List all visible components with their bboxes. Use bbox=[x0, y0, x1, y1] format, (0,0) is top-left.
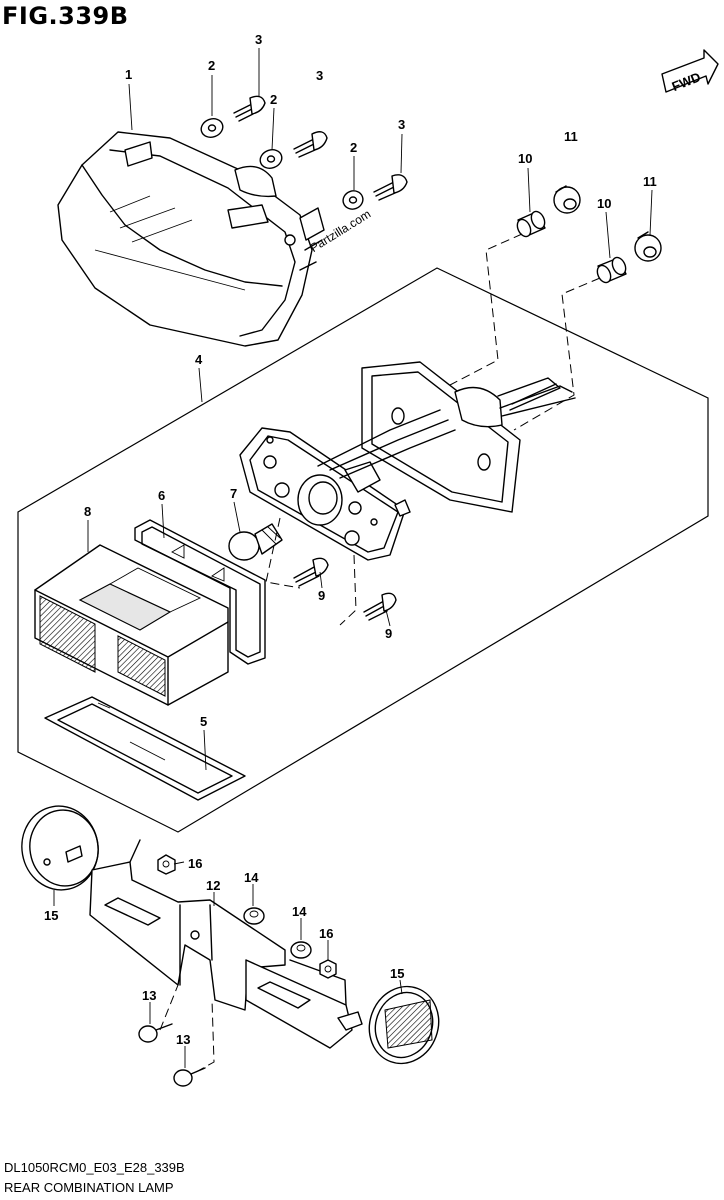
grommet-part-11a bbox=[553, 185, 581, 214]
callout-4: 4 bbox=[195, 352, 203, 367]
callout-11: 11 bbox=[643, 174, 657, 189]
callout-10: 10 bbox=[597, 196, 611, 211]
diagram-code: DL1050RCM0_E03_E28_339B bbox=[4, 1160, 185, 1175]
callout-11: 11 bbox=[564, 129, 578, 144]
callout-5: 5 bbox=[200, 714, 207, 729]
callout-15: 15 bbox=[44, 908, 58, 923]
callout-14: 14 bbox=[244, 870, 259, 885]
callout-9: 9 bbox=[385, 626, 392, 641]
screw-part-13b bbox=[173, 1067, 206, 1087]
callout-3: 3 bbox=[255, 32, 262, 47]
screw-part-3c bbox=[373, 174, 408, 201]
nut-part-16a bbox=[157, 854, 176, 875]
spacer-part-10a bbox=[516, 210, 546, 238]
diagram-name: REAR COMBINATION LAMP bbox=[4, 1180, 174, 1195]
screw-part-3a bbox=[233, 95, 266, 122]
assembly-box-part-4 bbox=[17, 267, 709, 833]
leader-lines bbox=[53, 48, 653, 1068]
callout-1: 1 bbox=[125, 67, 132, 82]
spacer-part-14b bbox=[290, 941, 312, 959]
screw-part-13a bbox=[138, 1023, 173, 1043]
callout-16: 16 bbox=[188, 856, 202, 871]
callout-3: 3 bbox=[316, 68, 323, 83]
washer-part-2b bbox=[259, 149, 283, 169]
callout-16: 16 bbox=[319, 926, 333, 941]
callout-8: 8 bbox=[84, 504, 91, 519]
callout-10: 10 bbox=[518, 151, 532, 166]
callout-13: 13 bbox=[142, 988, 156, 1003]
nut-part-16b bbox=[319, 959, 337, 979]
callout-3: 3 bbox=[398, 117, 405, 132]
lamp-base-plate bbox=[361, 361, 576, 513]
callout-2: 2 bbox=[270, 92, 277, 107]
callout-6: 6 bbox=[158, 488, 165, 503]
figure-title: FIG.339B bbox=[2, 2, 129, 30]
lens-part-8 bbox=[34, 544, 229, 706]
callout-12: 12 bbox=[206, 878, 220, 893]
socket-holder bbox=[239, 409, 456, 561]
callout-14: 14 bbox=[292, 904, 307, 919]
bracket-part-12 bbox=[89, 839, 363, 1049]
callout-15: 15 bbox=[390, 966, 404, 981]
spacer-part-14a bbox=[243, 907, 265, 925]
callout-9: 9 bbox=[318, 588, 325, 603]
callout-7: 7 bbox=[230, 486, 237, 501]
screw-part-9b bbox=[363, 592, 397, 621]
washer-part-2c bbox=[342, 190, 364, 210]
bulb-part-7 bbox=[228, 523, 283, 561]
seal-part-5 bbox=[44, 696, 246, 801]
fwd-arrow-icon: FWD bbox=[661, 49, 719, 94]
callout-13: 13 bbox=[176, 1032, 190, 1047]
tail-lamp-housing bbox=[57, 131, 325, 347]
callout-2: 2 bbox=[208, 58, 215, 73]
screw-part-9a bbox=[293, 557, 329, 587]
washer-part-2a bbox=[200, 118, 224, 138]
reflector-part-15a bbox=[21, 805, 99, 891]
reflector-part-15b bbox=[368, 985, 440, 1065]
spacer-part-10b bbox=[596, 256, 627, 284]
gasket-part-6 bbox=[134, 519, 266, 665]
screw-part-3b bbox=[293, 131, 328, 158]
callout-2: 2 bbox=[350, 140, 357, 155]
grommet-part-11b bbox=[634, 231, 662, 262]
